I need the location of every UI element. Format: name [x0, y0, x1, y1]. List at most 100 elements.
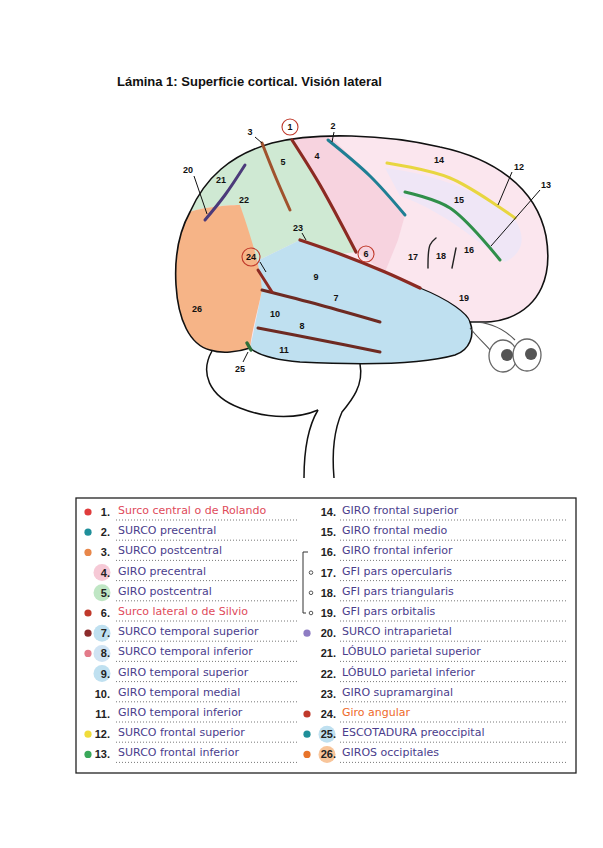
callout-number: 1 [287, 122, 292, 132]
bracket [303, 552, 308, 613]
number-highlight [94, 564, 111, 581]
color-dot [84, 529, 91, 536]
leader-line [332, 132, 334, 142]
callout-number: 8 [299, 321, 304, 331]
answer-line [116, 641, 298, 642]
answer-line [340, 742, 566, 743]
callout-number: 4 [314, 151, 319, 161]
sulcus-line [328, 140, 405, 215]
callout-number: 15 [454, 195, 464, 205]
callout-number: 25 [235, 364, 245, 374]
table-number: 24. [321, 708, 336, 720]
answer-text: SURCO intraparietal [342, 625, 452, 638]
answer-line [340, 580, 566, 581]
color-dot [303, 751, 310, 758]
table-number: 7. [101, 627, 110, 639]
answer-line [340, 762, 566, 763]
table-number: 22. [321, 668, 336, 680]
answer-text: GIRO frontal medio [342, 524, 447, 537]
eye [489, 340, 517, 372]
callout-number: 11 [279, 345, 289, 355]
cerebellum-outline [207, 351, 318, 417]
callout-circle [282, 119, 298, 135]
sulcus-line [300, 240, 420, 288]
sulcus-line [452, 248, 456, 268]
table-number: 4. [101, 567, 110, 579]
sulcus-line [428, 238, 436, 268]
callout-number: 18 [436, 251, 446, 261]
table-number: 21. [321, 647, 336, 659]
callout-number: 19 [459, 293, 469, 303]
sulci [205, 140, 515, 352]
answer-text: GIRO supramarginal [342, 686, 453, 699]
answer-line [116, 661, 298, 662]
color-dot [84, 508, 91, 515]
answer-text: Giro angular [342, 706, 410, 719]
answer-line [116, 600, 298, 601]
answer-text: LÓBULO parietal superior [342, 645, 481, 658]
answer-line [340, 661, 566, 662]
table-number: 26. [321, 748, 336, 760]
answer-text: GIRO temporal inferior [118, 706, 242, 719]
callout-number: 10 [270, 309, 280, 319]
table-number: 16. [321, 546, 336, 558]
answer-text: SURCO postcentral [118, 544, 222, 557]
answer-text: SURCO frontal superior [118, 726, 245, 739]
sulcus-line [258, 270, 272, 292]
number-highlight [319, 746, 336, 763]
number-highlight [94, 625, 111, 642]
answer-text: GIROS occipitales [342, 746, 439, 759]
answer-line [340, 560, 566, 561]
table-number: 25. [321, 728, 336, 740]
table-number: 9. [101, 668, 110, 680]
brain-outline [176, 136, 548, 364]
color-dot [84, 609, 91, 616]
callout-number: 6 [363, 249, 368, 259]
callout-number: 2 [330, 121, 335, 131]
table-number: 14. [321, 506, 336, 518]
table-number: 12. [95, 728, 110, 740]
answer-line [116, 560, 298, 561]
answer-line [116, 540, 298, 541]
table-number: 23. [321, 688, 336, 700]
table-marks [84, 508, 566, 763]
leader-line [255, 137, 262, 143]
answer-text: GIRO frontal superior [342, 504, 458, 517]
small-dot [309, 571, 313, 575]
answer-line [340, 722, 566, 723]
leader-line [243, 352, 248, 362]
answer-line [116, 701, 298, 702]
sulcus-line [247, 343, 251, 350]
table-number: 15. [321, 526, 336, 538]
color-dot [303, 630, 310, 637]
leader-line [491, 190, 540, 246]
answer-line [116, 621, 298, 622]
leader-line [498, 172, 512, 205]
sulcus-line [258, 328, 380, 352]
number-highlight [319, 726, 336, 743]
color-dot [84, 650, 91, 657]
answer-text: GIRO frontal inferior [342, 544, 453, 557]
table-number: 17. [321, 567, 336, 579]
answer-text: GFI pars triangularis [342, 585, 454, 598]
answer-text: SURCO precentral [118, 524, 216, 537]
table-number: 1. [101, 506, 110, 518]
answer-text: GIRO postcentral [118, 585, 212, 598]
callout-number: 16 [464, 245, 474, 255]
answer-text: GIRO precentral [118, 565, 206, 578]
answer-table-frame [76, 498, 576, 773]
sheet-title: Lámina 1: Superficie cortical. Visión la… [117, 74, 382, 89]
answer-line [116, 722, 298, 723]
answer-line [340, 681, 566, 682]
table-number: 10. [95, 688, 110, 700]
color-dot [84, 731, 91, 738]
answer-line [340, 641, 566, 642]
table-number: 5. [101, 587, 110, 599]
answer-text: SURCO temporal inferior [118, 645, 253, 658]
table-number: 8. [101, 647, 110, 659]
small-dot [309, 611, 313, 615]
leader-line [194, 176, 207, 214]
eye [513, 339, 541, 371]
